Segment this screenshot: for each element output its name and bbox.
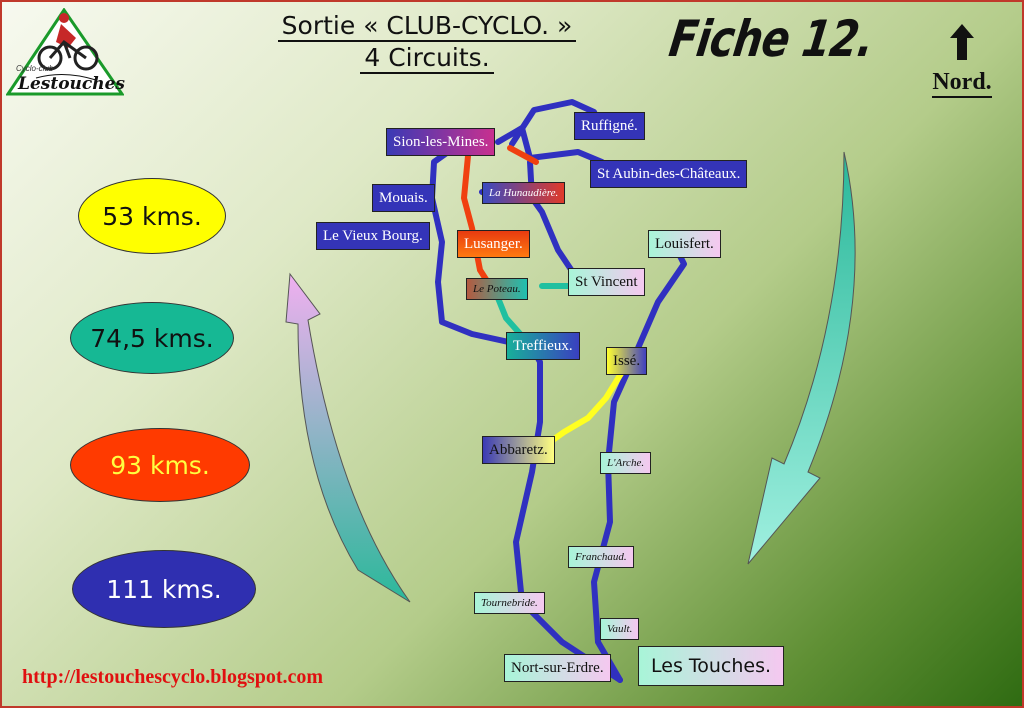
place-la-hunaudiere: La Hunaudière. (482, 182, 566, 204)
place-nort-sur-erdre: Nort-sur-Erdre. (504, 654, 611, 682)
place-treffieux: Treffieux. (506, 332, 580, 360)
place-les-touches: Les Touches. (638, 646, 785, 686)
place-abbaretz: Abbaretz. (482, 436, 555, 464)
direction-arrow-left-icon (285, 272, 411, 603)
teal-route (495, 283, 573, 339)
cyclist-logo-icon (5, 7, 125, 96)
blog-link[interactable]: http://lestouchescyclo.blogspot.com (22, 666, 324, 688)
logo-text: Lestouches (18, 74, 125, 94)
circuit-label: 53 kms. (102, 201, 202, 231)
place-le-poteau: Le Poteau. (466, 278, 528, 300)
place-lusanger: Lusanger. (457, 230, 530, 258)
red-route (460, 145, 539, 301)
title-line-2: 4 Circuits. (360, 43, 494, 74)
place-louisfert: Louisfert. (648, 230, 721, 258)
place-st-vincent: St Vincent (568, 268, 645, 296)
place-st-aubin: St Aubin-des-Châteaux. (590, 160, 748, 188)
circuit-74-km: 74,5 kms. (70, 302, 234, 374)
north-label: Nord. (932, 69, 992, 98)
circuit-label: 74,5 kms. (90, 323, 214, 353)
direction-arrow-right-icon (747, 151, 856, 565)
circuit-label: 111 kms. (106, 574, 222, 604)
north-indicator: Nord. (922, 22, 1002, 98)
circuit-111-km: 111 kms. (72, 550, 256, 628)
place-tournebride: Tournebride. (474, 592, 545, 614)
circuit-label: 93 kms. (110, 450, 210, 480)
place-franchaud: Franchaud. (568, 546, 634, 568)
page-title: Sortie « CLUB-CYCLO. » 4 Circuits. (202, 10, 652, 74)
place-l-arche: L'Arche. (600, 452, 652, 474)
logo-small-text: Cyclo-club (16, 64, 54, 73)
place-sion-les-mines: Sion-les-Mines. (386, 128, 496, 156)
place-ruffigne: Ruffigné. (574, 112, 645, 140)
place-mouais: Mouais. (372, 184, 435, 212)
circuit-93-km: 93 kms. (70, 428, 250, 502)
circuit-53-km: 53 kms. (78, 178, 226, 254)
place-le-vieux-bourg: Le Vieux Bourg. (316, 222, 430, 250)
club-logo: Cyclo-club Lestouches (5, 7, 125, 98)
north-arrow-icon (950, 24, 974, 60)
yellow-route (547, 369, 625, 445)
place-vault: Vault. (600, 618, 640, 640)
place-isse: Issé. (606, 347, 648, 375)
title-line-1: Sortie « CLUB-CYCLO. » (277, 11, 577, 42)
